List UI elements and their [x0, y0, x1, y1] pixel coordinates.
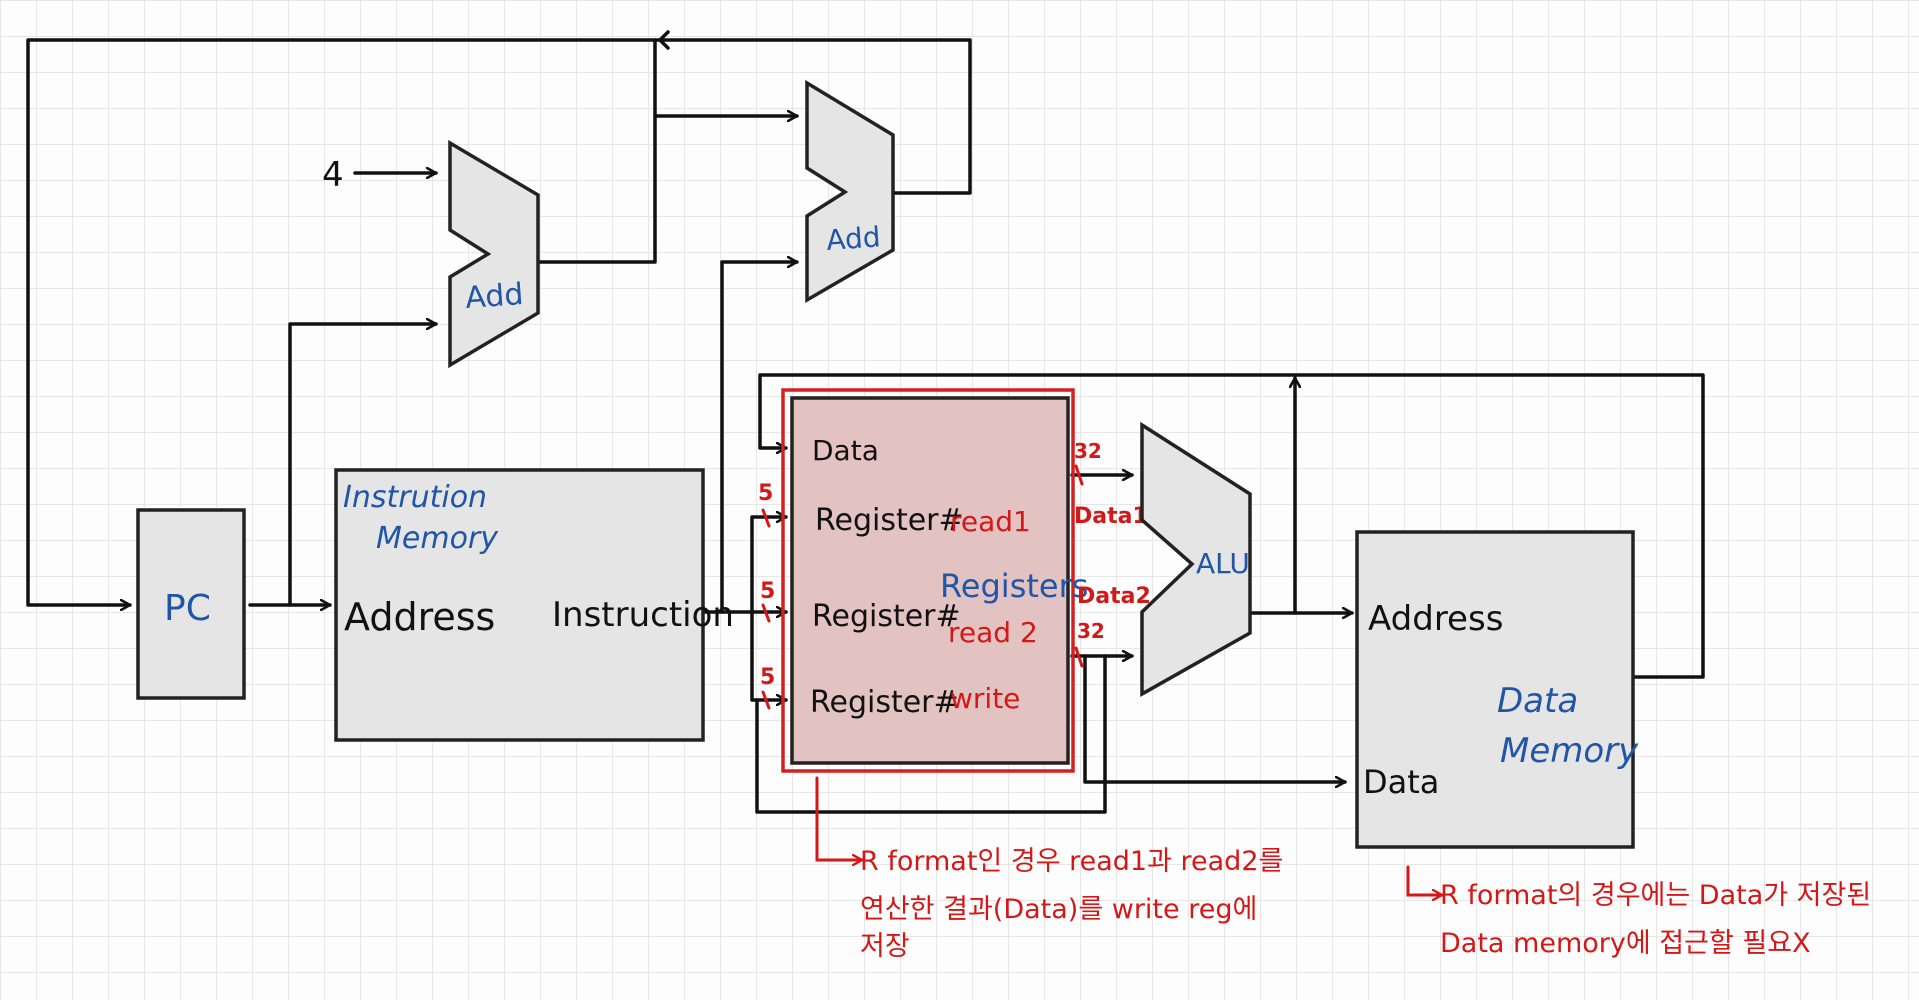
- wire-instr-write: [750, 610, 788, 700]
- imem-address-port: Address: [344, 595, 495, 639]
- imem-title-line1: Instrution: [343, 480, 487, 515]
- wire-data2-to-dmem: [1083, 654, 1347, 782]
- dmem-data-port: Data: [1363, 763, 1439, 801]
- registers-title: Registers: [940, 567, 1088, 605]
- reg-data-port: Data: [812, 434, 879, 467]
- bus-slash-read1: [761, 508, 771, 528]
- registers-note-line1: R format인 경우 read1과 read2를: [860, 846, 1283, 877]
- bus-width-read2: 5: [760, 579, 775, 604]
- wire-pc-to-adder1: [288, 324, 438, 607]
- wire-branch-feedback: [658, 38, 972, 195]
- bus-slash-read2: [761, 603, 771, 623]
- register-file: [790, 396, 1070, 765]
- adder1: [448, 139, 540, 369]
- reg-read2-port: Register#: [812, 599, 961, 634]
- registers-note-line3: 저장: [860, 931, 910, 962]
- memory-note-pointer: [1406, 865, 1444, 895]
- registers-highlight: [781, 388, 1075, 773]
- data-memory: [1355, 530, 1635, 849]
- out-slash-data2: [1074, 646, 1084, 668]
- dmem-title-line2: Memory: [1500, 731, 1639, 771]
- instruction-memory: [334, 468, 705, 742]
- imem-instruction-port: Instruction: [552, 595, 734, 635]
- registers-note-line2: 연산한 결과(Data)를 write reg에: [860, 894, 1257, 925]
- adder2: [805, 79, 895, 304]
- out-width-data2: 32: [1077, 619, 1105, 643]
- out-slash-data1: [1074, 464, 1084, 486]
- out-data1-label: Data1: [1074, 504, 1148, 529]
- adder1-label: Add: [464, 277, 524, 316]
- merge-arrow-head: [658, 30, 670, 50]
- reg-read1-port: Register#: [815, 503, 964, 538]
- reg-read1-tag: read1: [950, 505, 1031, 538]
- registers-note-pointer: [815, 776, 864, 860]
- out-width-data1: 32: [1074, 439, 1102, 463]
- alu-label: ALU: [1196, 547, 1250, 580]
- alu: [1140, 421, 1252, 697]
- dmem-title-line1: Data: [1497, 681, 1578, 721]
- wire-data-bypass: [755, 654, 1107, 814]
- out-data2-label: Data2: [1077, 584, 1151, 609]
- adder2-label: Add: [825, 220, 881, 257]
- program-counter: [136, 508, 246, 700]
- pc-label: PC: [164, 588, 211, 629]
- memory-note-line1: R format의 경우에는 Data가 저장된: [1440, 880, 1871, 911]
- reg-read2-tag: read 2: [948, 616, 1038, 649]
- wire-adder1-out: [538, 38, 657, 264]
- bus-slash-write: [761, 690, 771, 710]
- reg-write-tag: write: [950, 682, 1020, 715]
- dmem-address-port: Address: [1368, 599, 1503, 639]
- wire-pc-feedback: [26, 38, 662, 605]
- imem-title-line2: Memory: [376, 521, 499, 556]
- bus-width-write: 5: [760, 665, 775, 690]
- memory-note-line2: Data memory에 접근할 필요X: [1440, 928, 1811, 959]
- wire-instr-read1: [720, 517, 788, 614]
- constant-four: 4: [322, 155, 344, 195]
- wire-writeback: [758, 373, 1705, 679]
- reg-write-port: Register#: [810, 685, 959, 720]
- bus-width-read1: 5: [758, 481, 773, 506]
